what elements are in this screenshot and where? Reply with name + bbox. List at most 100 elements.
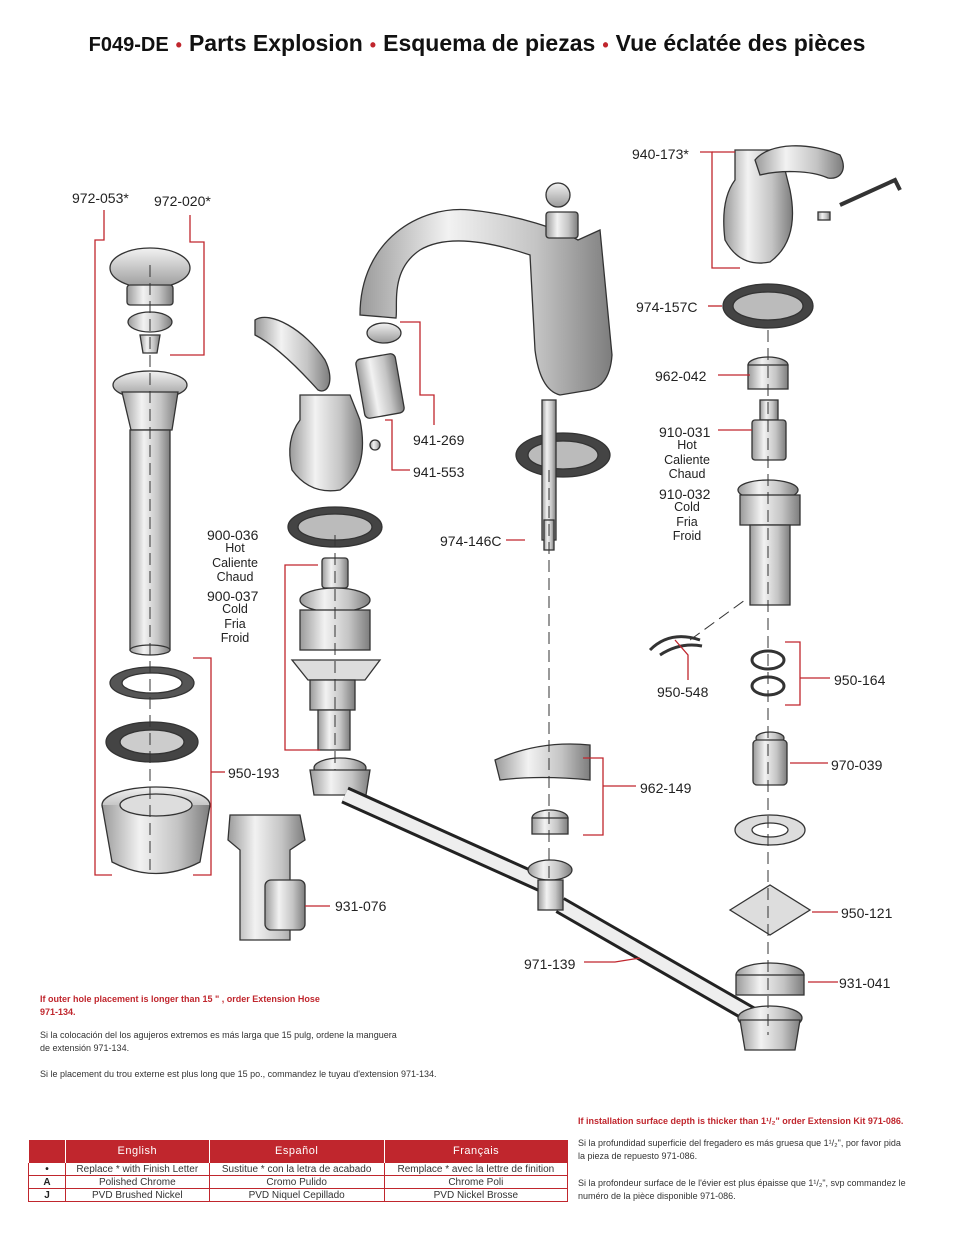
right-escutcheon-gasket bbox=[722, 283, 814, 329]
note-line: numéro de la pièce disponible 971-086. bbox=[578, 1191, 736, 1201]
label-950-121: 950-121 bbox=[841, 905, 893, 921]
right-adapter bbox=[752, 731, 788, 786]
header-key bbox=[28, 1140, 66, 1163]
sub-hot: Hot bbox=[677, 438, 697, 452]
label-971-139: 971-139 bbox=[524, 956, 576, 972]
leader-950-548 bbox=[674, 639, 689, 680]
hose-left-inner bbox=[342, 789, 548, 891]
right-valve-body bbox=[737, 479, 801, 606]
leader-971-139 bbox=[584, 957, 641, 963]
label-972-053: 972-053* bbox=[72, 190, 129, 206]
row-key: A bbox=[28, 1175, 66, 1189]
sub-froid: Froid bbox=[220, 631, 250, 645]
note-line: Si la profundidad superficie del fregade… bbox=[578, 1138, 901, 1148]
note-line: de extensión 971-134. bbox=[40, 1043, 130, 1053]
row-spanish: Sustitue * con la letra de acabado bbox=[208, 1162, 385, 1176]
bracket-941-269 bbox=[400, 321, 435, 425]
label-940-173: 940-173* bbox=[632, 146, 689, 162]
table-row: J PVD Brushed Nickel PVD Niquel Cepillad… bbox=[28, 1188, 569, 1202]
label-950-164: 950-164 bbox=[834, 672, 886, 688]
aerator bbox=[355, 322, 405, 419]
label-931-041: 931-041 bbox=[839, 975, 891, 991]
row-french: PVD Nickel Brosse bbox=[383, 1188, 569, 1202]
bullet: • bbox=[602, 35, 609, 55]
label-972-020: 972-020* bbox=[154, 193, 211, 209]
title-french: Vue éclatée des pièces bbox=[615, 30, 866, 56]
title-english: Parts Explosion bbox=[188, 30, 363, 56]
note-line: Si le placement du trou externe est plus… bbox=[40, 1069, 437, 1079]
label-931-076: 931-076 bbox=[335, 898, 387, 914]
bracket-972-020 bbox=[170, 215, 205, 356]
bracket-950-164 bbox=[785, 641, 801, 706]
center-tee bbox=[527, 859, 573, 911]
spout bbox=[359, 182, 613, 396]
right-bonnet bbox=[747, 356, 789, 390]
table-header-row: English Español Français bbox=[28, 1140, 568, 1163]
label-910-031: 910-031 bbox=[659, 424, 711, 440]
spout-gasket bbox=[515, 432, 611, 478]
row-french: Remplace * avec la lettre de finition bbox=[383, 1162, 569, 1176]
sub-cold: Cold bbox=[674, 500, 700, 514]
page-title: F049-DE • Parts Explosion • Esquema de pieza… bbox=[0, 30, 954, 57]
row-french: Chrome Poli bbox=[383, 1175, 569, 1189]
left-valve bbox=[290, 557, 382, 751]
row-english: PVD Brushed Nickel bbox=[65, 1188, 210, 1202]
row-key: J bbox=[28, 1188, 66, 1202]
mounting-bracket bbox=[494, 743, 591, 781]
retaining-clip bbox=[648, 635, 703, 657]
note-line: Si la profondeur surface de le l'évier e… bbox=[578, 1178, 906, 1188]
label-941-553: 941-553 bbox=[413, 464, 465, 480]
sub-fria: Fria bbox=[676, 514, 698, 529]
label-910-031-sub: Hot Caliente Chaud bbox=[660, 438, 714, 482]
label-900-037: 900-037 bbox=[207, 588, 259, 604]
header-spanish: Español bbox=[208, 1140, 385, 1163]
sub-chaud: Chaud bbox=[216, 570, 254, 584]
label-950-193: 950-193 bbox=[228, 765, 280, 781]
row-key: • bbox=[28, 1162, 66, 1176]
label-900-037-sub: Cold Fria Froid bbox=[207, 602, 263, 646]
note-extension-hose-en: If outer hole placement is longer than 1… bbox=[40, 993, 320, 1019]
note-extension-kit-en: If installation surface depth is thicker… bbox=[578, 1116, 904, 1126]
note-extension-hose-es: Si la colocación del los agujeros extrem… bbox=[40, 1029, 397, 1055]
label-941-269: 941-269 bbox=[413, 432, 465, 448]
model-number: F049-DE bbox=[88, 34, 169, 56]
note-extension-kit-es: Si la profundidad superficie del fregade… bbox=[578, 1137, 901, 1163]
sub-hot: Hot bbox=[225, 541, 245, 555]
right-square-plate bbox=[728, 884, 812, 936]
label-900-036: 900-036 bbox=[207, 527, 259, 543]
bracket-962-149 bbox=[583, 757, 604, 836]
left-tee bbox=[309, 757, 371, 796]
tee-body bbox=[227, 814, 306, 941]
bracket-900-036 bbox=[284, 564, 320, 751]
right-lock-nut bbox=[735, 962, 805, 996]
label-962-149: 962-149 bbox=[640, 780, 692, 796]
table-row: • Replace * with Finish Letter Sustitue … bbox=[28, 1162, 569, 1176]
hose-right-inner bbox=[557, 899, 763, 1026]
bracket-940-173 bbox=[700, 151, 740, 269]
bullet: • bbox=[175, 35, 182, 55]
row-english: Polished Chrome bbox=[65, 1175, 210, 1189]
mounting-nut bbox=[531, 809, 569, 835]
finish-legend-table: English Español Français • Replace * wit… bbox=[28, 1140, 569, 1202]
drain-gasket bbox=[109, 666, 195, 700]
row-spanish: PVD Niquel Cepillado bbox=[208, 1188, 385, 1202]
title-spanish: Esquema de piezas bbox=[383, 30, 596, 56]
sub-cold: Cold bbox=[222, 602, 248, 616]
table-row: A Polished Chrome Cromo Pulido Chrome Po… bbox=[28, 1175, 569, 1189]
note-line: Si la colocación del los agujeros extrem… bbox=[40, 1030, 397, 1040]
row-spanish: Cromo Pulido bbox=[208, 1175, 385, 1189]
left-handle bbox=[254, 316, 381, 492]
header-english: English bbox=[65, 1140, 210, 1163]
sub-fria: Fria bbox=[224, 616, 246, 631]
label-970-039: 970-039 bbox=[831, 757, 883, 773]
label-974-146C: 974-146C bbox=[440, 533, 502, 549]
sub-caliente: Caliente bbox=[664, 452, 710, 467]
label-950-548: 950-548 bbox=[657, 684, 709, 700]
drain-nut bbox=[101, 786, 211, 875]
note-line: la pieza de repuesto 971-086. bbox=[578, 1151, 698, 1161]
bracket-941-553 bbox=[385, 419, 410, 471]
note-line: 971-134. bbox=[40, 1007, 76, 1017]
label-962-042: 962-042 bbox=[655, 368, 707, 384]
note-line: If outer hole placement is longer than 1… bbox=[40, 994, 320, 1004]
